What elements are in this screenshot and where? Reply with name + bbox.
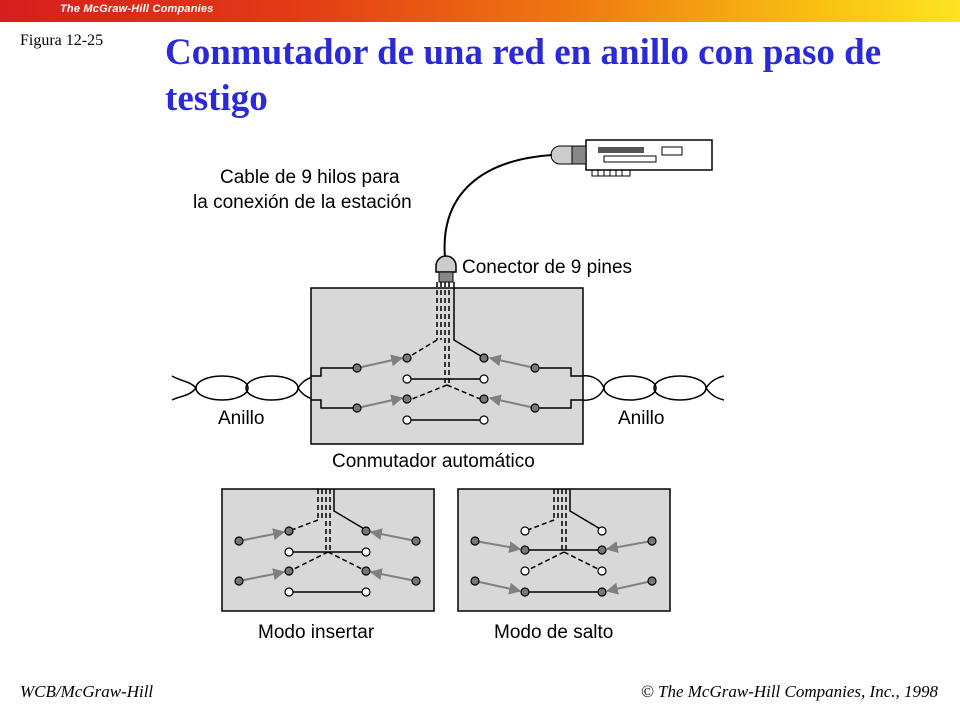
bypass-mode-box	[457, 488, 671, 612]
footer-copyright: © The McGraw-Hill Companies, Inc., 1998	[641, 682, 938, 702]
automatic-switch-box	[310, 282, 584, 445]
publisher-logo: The McGraw-Hill Companies	[60, 3, 214, 15]
figure-label: Figura 12-25	[20, 32, 104, 49]
ring-cable-left	[171, 375, 323, 401]
publisher-banner: The McGraw-Hill Companies	[0, 0, 960, 22]
insert-mode-box	[221, 488, 435, 612]
cable-label-line2: la conexión de la estación	[193, 192, 412, 213]
insert-mode-label: Modo insertar	[258, 622, 375, 643]
connector-label: Conector de 9 pines	[462, 257, 632, 278]
ring-label-left: Anillo	[218, 408, 264, 429]
nine-pin-connector-icon	[435, 255, 457, 283]
nine-wire-cable	[443, 154, 553, 259]
footer-publisher: WCB/McGraw-Hill	[20, 682, 154, 701]
bypass-mode-label: Modo de salto	[494, 622, 613, 643]
network-card-icon	[550, 139, 713, 177]
page-title: Conmutador de una red en anillo con paso…	[165, 32, 882, 119]
switch-label: Conmutador automático	[332, 451, 535, 472]
cable-label-line1: Cable de 9 hilos para	[220, 167, 400, 188]
copyright-text: The McGraw-Hill Companies, Inc., 1998	[657, 682, 938, 701]
ring-label-right: Anillo	[618, 408, 664, 429]
copyright-symbol: ©	[640, 682, 654, 701]
ring-cable-right	[581, 375, 725, 401]
